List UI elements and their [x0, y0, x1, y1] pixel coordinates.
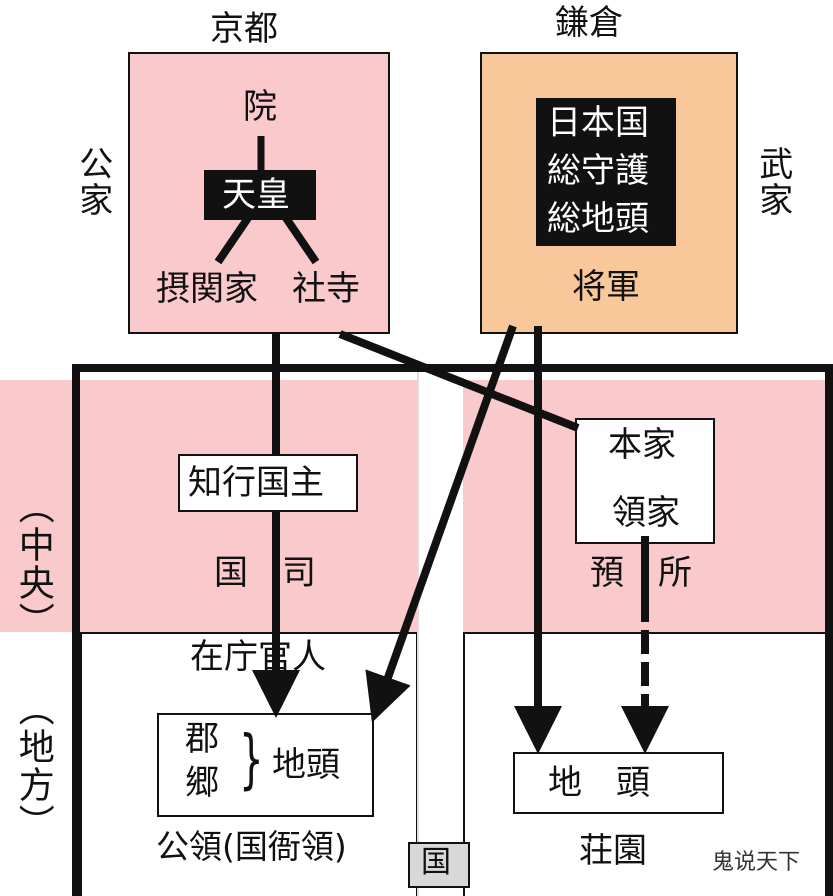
- gun-label: 郡: [185, 719, 219, 759]
- kuni-tag: [408, 842, 470, 888]
- honke-label: 本家: [608, 425, 676, 465]
- kyoto-label: 京都: [210, 9, 278, 49]
- in-label: 院: [243, 87, 277, 127]
- shogun-title-box: [536, 98, 676, 246]
- divider-line-left: [417, 372, 419, 896]
- shoen-jito-label: 地 頭: [548, 763, 650, 803]
- title-line-2: 総守護: [547, 151, 649, 191]
- tenno-box: [204, 170, 316, 220]
- tenno-shaji-line: [282, 215, 320, 265]
- ryoke-label: 領家: [612, 493, 680, 533]
- title-line-1: 日本国: [547, 103, 649, 143]
- honke-ryoke-box: [575, 418, 715, 544]
- tenno-sekkanke-line: [214, 215, 252, 265]
- sekkanke-label: 摂関家: [156, 269, 258, 309]
- gungo-jito-box: [157, 713, 374, 817]
- shaji-label: 社寺: [292, 269, 360, 309]
- koryo-label: 公領(国衙領): [156, 827, 347, 866]
- tenno-label: 天皇: [222, 175, 290, 215]
- kokushi-jito-label: 地頭: [272, 745, 340, 785]
- kamakura-label: 鎌倉: [555, 3, 623, 43]
- buke-label: 武家: [752, 146, 793, 218]
- go-label: 郷: [185, 763, 219, 803]
- shoen-label: 荘園: [579, 831, 647, 871]
- zaicho-kanjin-label: 在庁官人: [190, 637, 326, 677]
- chigyo-kokushu-box: [178, 454, 358, 512]
- shaji-to-honke-line: [338, 330, 580, 432]
- shogun-label: 将軍: [572, 267, 640, 307]
- shoen-jito-box: [513, 752, 724, 814]
- divider-gap: [418, 372, 463, 896]
- chigyo-kokushu-label: 知行国主: [188, 463, 324, 503]
- watermark: 鬼说天下: [712, 850, 801, 875]
- shogun-to-kokushi-jito-arrow: [365, 324, 517, 723]
- chiho-label: （地方）: [12, 690, 54, 842]
- title-line-3: 総地頭: [547, 199, 649, 239]
- kuni-tag-label: 国: [421, 845, 451, 880]
- brace-glyph: }: [239, 723, 264, 797]
- kuge-label: 公家: [72, 146, 113, 218]
- province-frame: [72, 364, 833, 896]
- kokushi-label: 国 司: [214, 553, 316, 593]
- chuo-label: （中央）: [12, 488, 54, 640]
